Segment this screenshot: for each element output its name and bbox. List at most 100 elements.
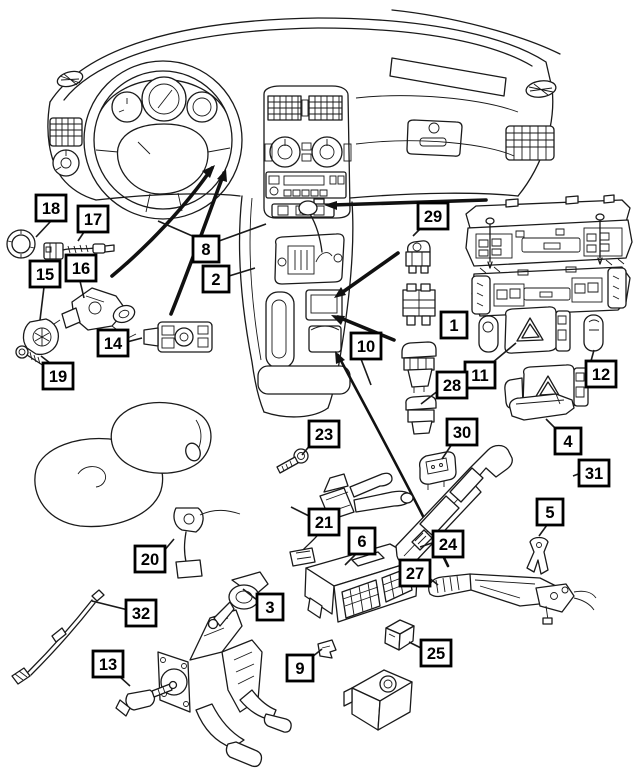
callout-number: 17 [84, 211, 102, 229]
callout-14[interactable]: 14 [96, 328, 143, 358]
control-panel-strip-2-art [471, 266, 631, 317]
callout-number: 14 [104, 335, 123, 353]
callout-box[interactable] [419, 638, 453, 668]
callout-number: 21 [315, 514, 333, 532]
callout-30[interactable]: 30 [441, 417, 479, 460]
callout-box[interactable] [445, 417, 479, 447]
callout-box[interactable] [255, 592, 285, 622]
callout-23[interactable]: 23 [301, 419, 341, 456]
callout-32[interactable]: 32 [91, 598, 158, 628]
callout-27[interactable]: 27 [398, 558, 439, 588]
callout-box[interactable] [34, 193, 68, 223]
callout-box[interactable] [349, 331, 383, 361]
callout-29[interactable]: 29 [412, 201, 450, 237]
callout-24[interactable]: 24 [419, 529, 465, 559]
lock-cylinder-ring-art [6, 229, 36, 259]
retainer-clip-art [317, 639, 337, 659]
callout-number: 27 [406, 565, 424, 583]
callout-box[interactable] [133, 544, 167, 574]
callout-19[interactable]: 19 [40, 355, 75, 391]
relay-art [384, 619, 415, 651]
callout-leader-line [91, 600, 129, 611]
callout-number: 8 [201, 241, 210, 259]
callout-box[interactable] [285, 653, 315, 683]
callout-box[interactable] [347, 526, 377, 556]
callout-box[interactable] [431, 529, 465, 559]
switch-column-art [401, 240, 437, 435]
callout-number: 20 [141, 551, 159, 569]
callout-box[interactable] [64, 253, 98, 283]
callout-box[interactable] [28, 259, 62, 289]
callout-number: 18 [42, 200, 60, 218]
callout-leader-line [441, 443, 453, 460]
callout-box[interactable] [553, 426, 583, 456]
callout-number: 23 [315, 426, 333, 444]
callout-2[interactable]: 2 [201, 264, 256, 294]
callout-box[interactable] [416, 201, 450, 231]
callout-leader-line [77, 231, 85, 242]
key-harness-art [43, 242, 115, 260]
callout-leader-line [491, 342, 517, 364]
callout-number: 11 [471, 367, 488, 385]
callout-number: 1 [449, 317, 458, 335]
callout-9[interactable]: 9 [285, 648, 323, 683]
center-stack-art [263, 85, 352, 219]
callout-12[interactable]: 12 [584, 349, 618, 389]
callout-leader-line [538, 524, 548, 537]
callout-box[interactable] [439, 310, 469, 340]
screw-art [15, 345, 45, 367]
airbag-cushion-art [34, 401, 212, 528]
bolt-art [276, 448, 309, 474]
callout-box[interactable] [435, 370, 469, 400]
callout-number: 28 [443, 377, 461, 395]
instrument-cluster-art [99, 76, 227, 123]
callout-number: 19 [49, 368, 67, 386]
callout-8[interactable]: 8 [157, 220, 267, 264]
trim-strip-art [508, 393, 575, 421]
callout-28[interactable]: 28 [420, 370, 469, 405]
callout-21[interactable]: 21 [290, 506, 341, 537]
callout-box[interactable] [535, 497, 565, 527]
callout-13[interactable]: 13 [91, 649, 131, 687]
callout-number: 5 [545, 504, 554, 522]
callout-box[interactable] [191, 234, 221, 264]
callout-number: 30 [453, 424, 471, 442]
callout-6[interactable]: 6 [344, 526, 377, 566]
callout-box[interactable] [201, 264, 231, 294]
center-console-art [238, 195, 354, 418]
clip-art [526, 536, 549, 575]
callout-box[interactable] [577, 458, 611, 488]
callout-4[interactable]: 4 [545, 418, 583, 456]
callout-17[interactable]: 17 [76, 204, 110, 242]
callout-15[interactable]: 15 [28, 259, 62, 321]
callout-18[interactable]: 18 [34, 193, 68, 238]
callout-5[interactable]: 5 [535, 497, 565, 537]
actuator-motor-art [343, 669, 413, 731]
callout-3[interactable]: 3 [242, 588, 285, 622]
callout-1[interactable]: 1 [439, 310, 469, 340]
callout-box[interactable] [124, 598, 158, 628]
callout-box[interactable] [96, 328, 130, 358]
callout-box[interactable] [41, 361, 75, 391]
column-sensor-art [173, 507, 241, 579]
park-brake-lever-art [428, 573, 597, 625]
callout-box[interactable] [91, 649, 125, 679]
callout-31[interactable]: 31 [572, 458, 611, 488]
callout-25[interactable]: 25 [408, 638, 453, 668]
callout-10[interactable]: 10 [349, 331, 383, 386]
callout-leader-line [79, 280, 85, 299]
callout-box[interactable] [76, 204, 110, 234]
callout-16[interactable]: 16 [64, 253, 98, 299]
callout-20[interactable]: 20 [133, 538, 175, 574]
callout-box[interactable] [307, 419, 341, 449]
callout-number: 13 [99, 656, 117, 674]
callout-box[interactable] [584, 359, 618, 389]
callout-number: 4 [563, 433, 573, 451]
small-switch-art [418, 451, 457, 490]
callout-box[interactable] [307, 507, 341, 537]
callout-box[interactable] [398, 558, 432, 588]
callout-number: 12 [592, 366, 610, 384]
callout-number: 15 [36, 266, 54, 284]
callout-leader-line [344, 553, 357, 566]
